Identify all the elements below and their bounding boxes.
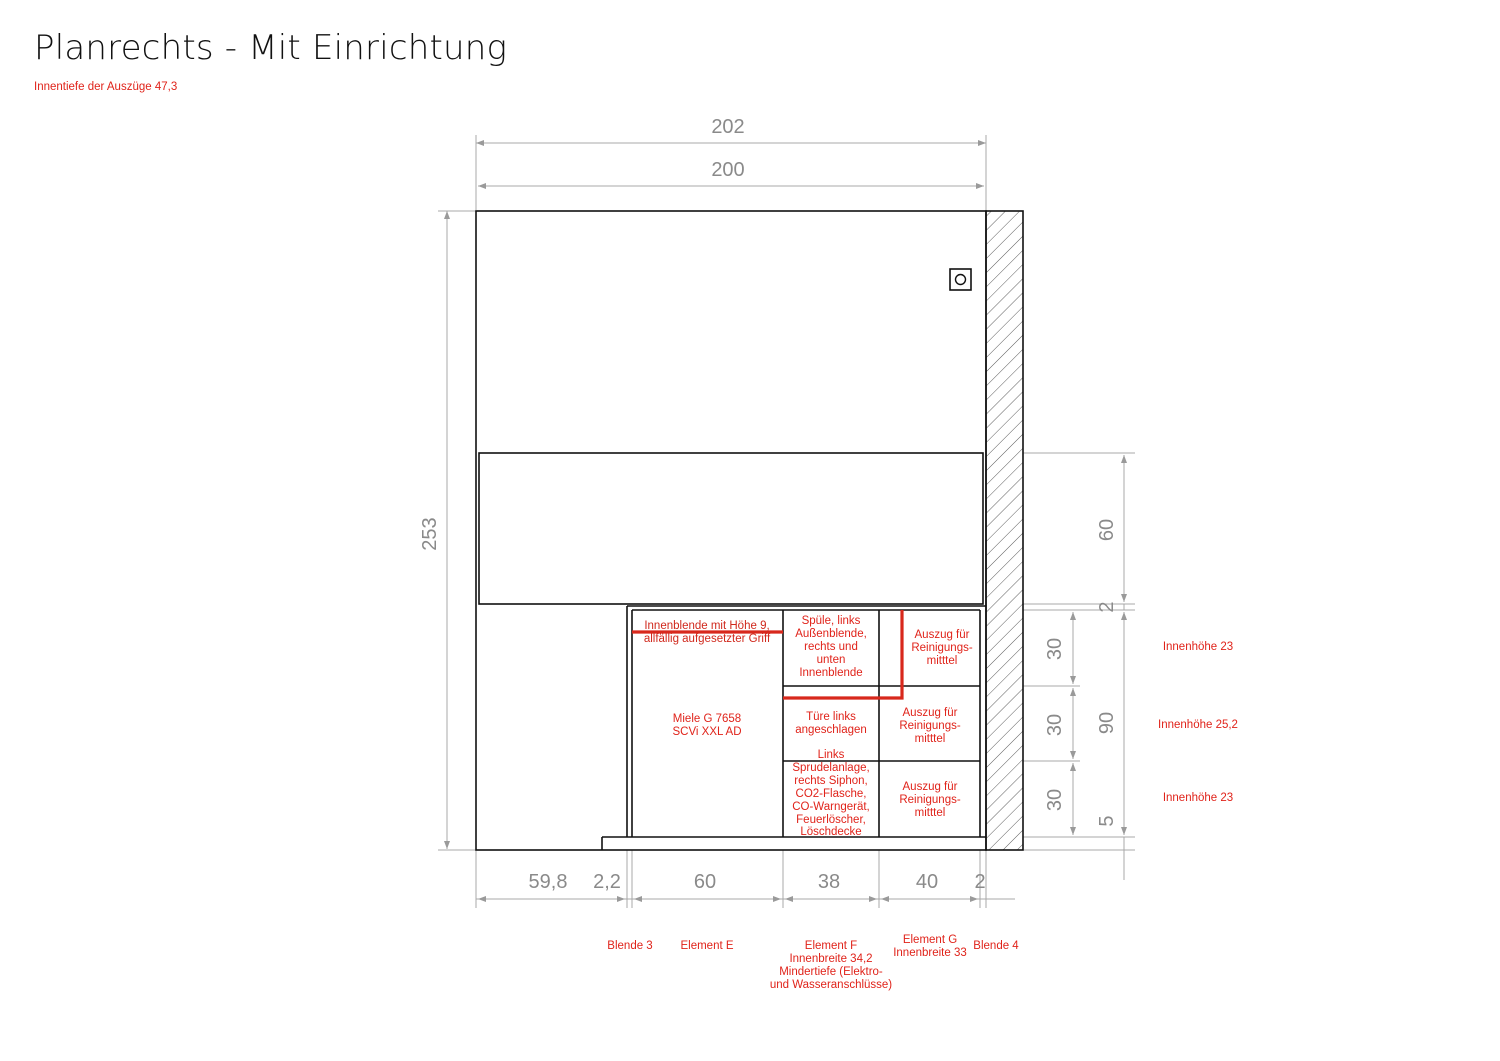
lower-f-line-7: Löschdecke bbox=[800, 826, 861, 838]
drawer-1-line-2: Reinigungs- bbox=[911, 642, 973, 654]
innenblende-line-2: allfällig aufgesetzter Griff bbox=[644, 633, 771, 645]
wall-section bbox=[985, 210, 1024, 851]
dim-bottom-b: 2,2 bbox=[593, 871, 621, 893]
red-markings bbox=[632, 610, 904, 700]
door-line-2: angeschlagen bbox=[795, 724, 867, 736]
socket-icon bbox=[949, 268, 972, 291]
dim-right-middle: 90 bbox=[1096, 712, 1118, 734]
drawer-3-line-1: Auszug für bbox=[903, 781, 958, 793]
label-blende-3: Blende 3 bbox=[607, 940, 652, 952]
dim-bottom-d: 38 bbox=[818, 871, 840, 893]
dim-row-1: 30 bbox=[1044, 638, 1066, 660]
label-element-f-line-4: und Wasseranschlüsse) bbox=[770, 979, 892, 991]
drawer-2-line-3: mitttel bbox=[915, 733, 946, 745]
drawer-2-line-2: Reinigungs- bbox=[899, 720, 961, 732]
dim-inner-width: 200 bbox=[711, 159, 744, 181]
label-element-f-line-1: Element F bbox=[805, 940, 857, 952]
dim-bottom-f: 2 bbox=[974, 871, 985, 893]
label-element-g-line-1: Element G bbox=[903, 934, 957, 946]
dim-bottom-c: 60 bbox=[694, 871, 716, 893]
lower-f-line-1: Links bbox=[818, 749, 845, 761]
drawer-3-line-3: mitttel bbox=[915, 807, 946, 819]
dishwasher-line-2: SCVi XXL AD bbox=[672, 726, 741, 738]
dim-bottom-a: 59,8 bbox=[529, 871, 568, 893]
inner-height-1: Innenhöhe 23 bbox=[1163, 641, 1233, 653]
dim-right-bottom: 5 bbox=[1096, 815, 1118, 826]
label-element-f-line-2: Innenbreite 34,2 bbox=[789, 953, 872, 965]
cabinet-outline bbox=[475, 210, 987, 851]
page-subtitle: Innentiefe der Auszüge 47,3 bbox=[34, 81, 178, 93]
lower-f-line-5: CO-Warngerät, bbox=[792, 801, 870, 813]
dim-right-gap: 2 bbox=[1096, 601, 1118, 612]
innenblende-line-1: Innenblende mit Höhe 9, bbox=[644, 620, 769, 632]
drawer-2-line-1: Auszug für bbox=[903, 707, 958, 719]
inner-height-2: Innenhöhe 25,2 bbox=[1158, 719, 1238, 731]
label-element-e: Element E bbox=[680, 940, 733, 952]
sink-line-2: Außenblende, bbox=[795, 628, 867, 640]
label-blende-4: Blende 4 bbox=[973, 940, 1019, 952]
drawer-3-line-2: Reinigungs- bbox=[899, 794, 961, 806]
dishwasher-line-1: Miele G 7658 bbox=[673, 713, 741, 725]
page-title: Planrechts - Mit Einrichtung bbox=[34, 28, 508, 68]
lower-f-line-2: Sprudelanlage, bbox=[792, 762, 869, 774]
lower-f-line-3: rechts Siphon, bbox=[794, 775, 868, 787]
dim-right-upper: 60 bbox=[1096, 519, 1118, 541]
sink-line-1: Spüle, links bbox=[802, 615, 861, 627]
door-line-1: Türe links bbox=[806, 711, 856, 723]
label-element-g-line-2: Innenbreite 33 bbox=[893, 947, 967, 959]
sink-line-4: unten bbox=[817, 654, 846, 666]
dim-total-height: 253 bbox=[419, 517, 441, 550]
sink-line-3: rechts und bbox=[804, 641, 858, 653]
dim-row-3: 30 bbox=[1044, 789, 1066, 811]
drawer-1-line-1: Auszug für bbox=[915, 629, 970, 641]
lower-f-line-4: CO2-Flasche, bbox=[796, 788, 867, 800]
lower-f-line-6: Feuerlöscher, bbox=[796, 814, 866, 826]
dim-bottom-e: 40 bbox=[916, 871, 938, 893]
upper-panel bbox=[478, 452, 984, 605]
label-element-f-line-3: Mindertiefe (Elektro- bbox=[779, 966, 883, 978]
drawer-1-line-3: mitttel bbox=[927, 655, 958, 667]
dimension-lines bbox=[438, 135, 1135, 908]
dim-row-2: 30 bbox=[1044, 714, 1066, 736]
outer-frame bbox=[475, 210, 987, 851]
inner-height-3: Innenhöhe 23 bbox=[1163, 792, 1233, 804]
sink-line-5: Innenblende bbox=[799, 667, 862, 679]
dim-total-width: 202 bbox=[711, 116, 744, 138]
